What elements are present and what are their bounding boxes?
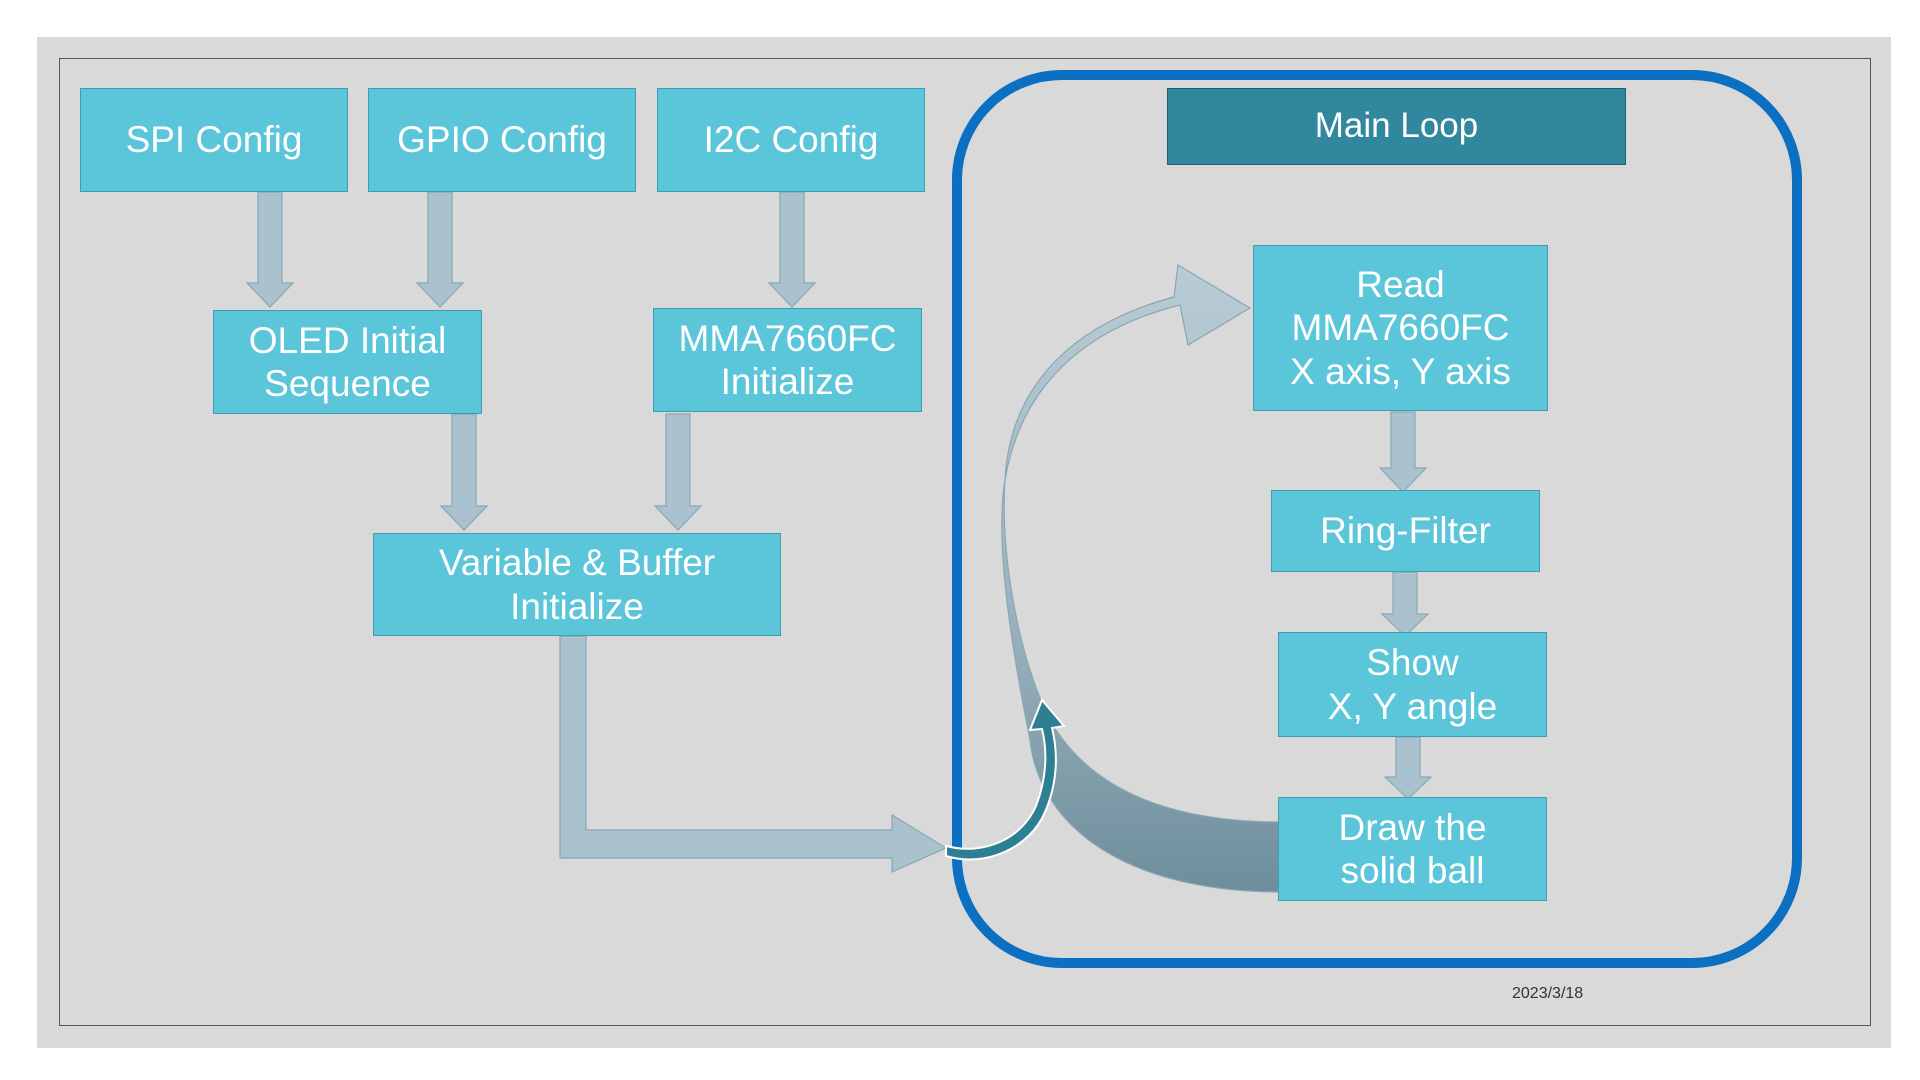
arrow-mma-to-var — [653, 413, 703, 531]
arrow-var-to-loop — [559, 635, 948, 873]
mma7660fc-initialize-box: MMA7660FC Initialize — [653, 308, 922, 412]
date-label: 2023/3/18 — [1512, 985, 1584, 1002]
i2c-config-box: I2C Config — [657, 88, 925, 192]
gpio-config-box: GPIO Config — [368, 88, 636, 192]
ring-filter-box: Ring-Filter — [1271, 490, 1540, 572]
arrow-i2c-to-mma — [767, 191, 817, 308]
show-angle-box: Show X, Y angle — [1278, 632, 1547, 737]
oled-initial-sequence-box: OLED Initial Sequence — [213, 310, 482, 414]
spi-config-box: SPI Config — [80, 88, 348, 192]
main-loop-frame — [952, 70, 1802, 968]
read-axes-box: Read MMA7660FC X axis, Y axis — [1253, 245, 1548, 411]
slide-border — [59, 58, 1871, 1026]
variable-buffer-initialize-box: Variable & Buffer Initialize — [373, 533, 781, 636]
loop-entry-arrow — [945, 698, 1066, 861]
arrow-filter-to-show — [1380, 571, 1430, 637]
arrow-gpio-to-oled — [415, 191, 465, 308]
arrow-read-to-filter — [1378, 411, 1428, 493]
arrow-oled-to-var — [439, 413, 489, 531]
arrow-show-to-draw — [1383, 736, 1433, 800]
arrow-spi-to-oled — [245, 191, 295, 308]
main-loop-title: Main Loop — [1167, 88, 1626, 165]
draw-ball-box: Draw the solid ball — [1278, 797, 1547, 901]
